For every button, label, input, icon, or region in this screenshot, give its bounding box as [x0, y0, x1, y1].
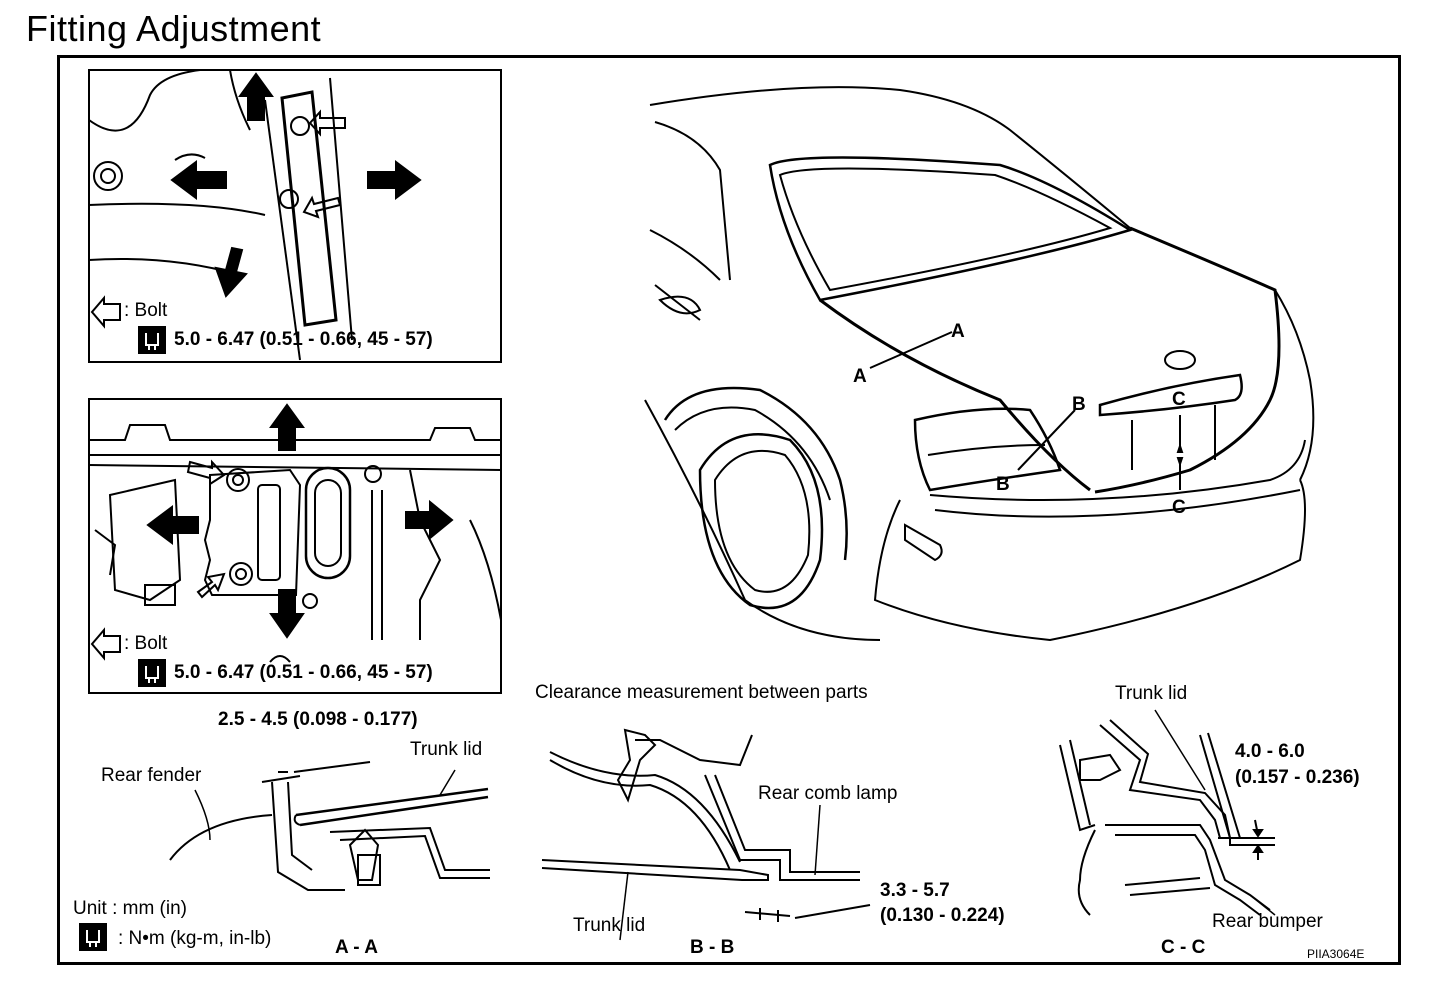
marker-a-upper: A [951, 321, 965, 342]
marker-a-lower: A [853, 366, 867, 387]
torque-icon [79, 923, 107, 951]
cc-dimension-in: (0.157 - 0.236) [1235, 767, 1360, 788]
cc-caption: C - C [1161, 937, 1206, 958]
cc-dimension-mm: 4.0 - 6.0 [1235, 741, 1305, 762]
torque-unit-legend: : N•m (kg-m, in-lb) [118, 928, 272, 949]
aa-rear-fender-label: Rear fender [101, 765, 202, 786]
marker-c-lower: C [1172, 497, 1186, 518]
bolt-label-top: : Bolt [124, 300, 168, 321]
figure-frame [57, 55, 1401, 965]
middle-detail-panel [88, 398, 502, 694]
unit-legend: Unit : mm (in) [73, 898, 187, 919]
bb-rear-comb-lamp-label: Rear comb lamp [758, 783, 898, 804]
bb-trunk-lid-label: Trunk lid [573, 915, 646, 936]
marker-c-upper: C [1172, 389, 1186, 410]
aa-caption: A - A [335, 937, 378, 958]
car-rear-illustration [644, 86, 1315, 642]
aa-dimension: 2.5 - 4.5 (0.098 - 0.177) [218, 709, 418, 730]
section-c-c-drawing [1059, 719, 1275, 916]
cc-trunk-lid-label: Trunk lid [1115, 683, 1188, 704]
top-detail-panel [88, 69, 502, 363]
section-b-b-drawing [541, 728, 871, 922]
section-a-a-drawing [169, 761, 490, 891]
label-leaders [194, 709, 1276, 941]
figure-code: PIIA3064E [1307, 947, 1365, 961]
cc-rear-bumper-label: Rear bumper [1212, 911, 1323, 932]
marker-b-lower: B [996, 474, 1010, 495]
marker-b-upper: B [1072, 394, 1086, 415]
page-title: Fitting Adjustment [26, 8, 322, 49]
aa-trunk-lid-label: Trunk lid [410, 739, 483, 760]
bb-dimension-in: (0.130 - 0.224) [880, 905, 1005, 926]
bb-dimension-mm: 3.3 - 5.7 [880, 880, 950, 901]
bolt-label-middle: : Bolt [124, 633, 168, 654]
torque-spec-middle: 5.0 - 6.47 (0.51 - 0.66, 45 - 57) [174, 662, 433, 683]
clearance-heading: Clearance measurement between parts [535, 682, 868, 703]
torque-spec-top: 5.0 - 6.47 (0.51 - 0.66, 45 - 57) [174, 329, 433, 350]
bb-caption: B - B [690, 937, 735, 958]
